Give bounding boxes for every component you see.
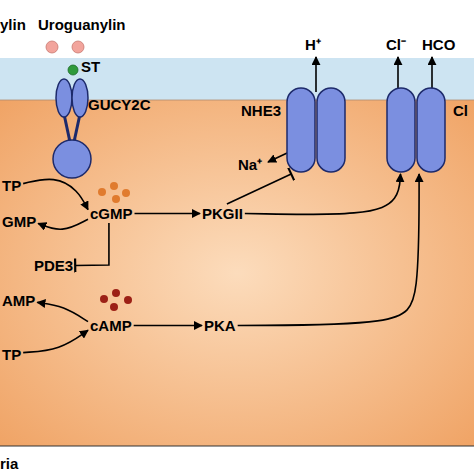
camp-dot [100,295,108,303]
text-label: H⁺ [305,36,321,53]
inhibition-line [227,174,291,204]
activation-arrow [37,302,88,321]
node-label: NHE3 [241,102,281,119]
catalytic-domain [53,140,91,178]
channel-outline [285,86,347,174]
camp-dot [112,289,120,297]
molecule-label: PDE3 [34,257,73,274]
receptor-stem [64,114,70,142]
molecule-node: AMP [0,291,37,310]
receptor-stem [74,114,80,142]
molecule-node: PKA [202,316,238,335]
text-label: ylin [0,16,26,33]
channel-outline [385,86,447,174]
molecule-node: cGMP [88,204,135,223]
molecule-node: cAMP [88,316,134,335]
ion-channel: Cl [385,86,447,174]
inhibition-line [75,223,109,266]
text-label: HCO [422,36,455,53]
molecule-node: TP [0,345,23,364]
channel-lobe [287,88,315,172]
molecule-label: cAMP [90,317,132,334]
channel-lobe [387,88,415,172]
molecule-label: TP [2,177,21,194]
molecule-node: GMP [0,212,38,231]
receptor-symbol: GUCY2C [50,78,94,180]
receptor-domain [72,79,88,117]
molecule-node: PKGII [200,204,245,223]
activation-arrow [245,174,401,214]
molecule-label: GMP [2,213,36,230]
ion-flux-arrow [315,57,317,92]
cgmp-dot [122,189,130,197]
molecule-node: PDE3 [32,256,75,275]
molecule-label: PKA [204,317,236,334]
ion-channel: NHE3 [285,86,347,174]
activation-arrow [23,179,88,209]
cgmp-dot [98,188,106,196]
channel-lobe [417,88,445,172]
ion-flux-arrow [397,57,399,92]
activation-arrow [23,330,88,352]
text-label: ria [0,455,18,472]
basal-line [0,446,474,447]
activation-arrow [38,219,88,229]
node-label: GUCY2C [88,96,151,113]
cgmp-dot [112,195,120,203]
activation-arrow [134,325,202,327]
activation-arrow [135,213,200,215]
ligand-dot [72,41,84,53]
receptor-outline [50,78,94,180]
molecule-label: cGMP [90,205,133,222]
camp-dot [110,303,118,311]
camp-dot [124,296,132,304]
molecule-node: TP [0,176,23,195]
text-label: Uroguanylin [38,16,126,33]
lumen [0,0,474,58]
ion-flux-arrow [431,57,433,92]
text-label: Cl⁻ [386,36,406,53]
node-label: Cl [453,102,468,119]
molecule-label: TP [2,346,21,363]
toxin-dot [68,65,78,75]
text-label: ST [81,58,100,75]
channel-lobe [317,88,345,172]
molecule-label: AMP [2,292,35,309]
molecule-label: PKGII [202,205,243,222]
text-label: Na⁺ [238,156,262,173]
receptor-domain [56,79,72,117]
cgmp-dot [110,182,118,190]
activation-arrow [238,174,419,326]
ligand-dot [46,41,58,53]
